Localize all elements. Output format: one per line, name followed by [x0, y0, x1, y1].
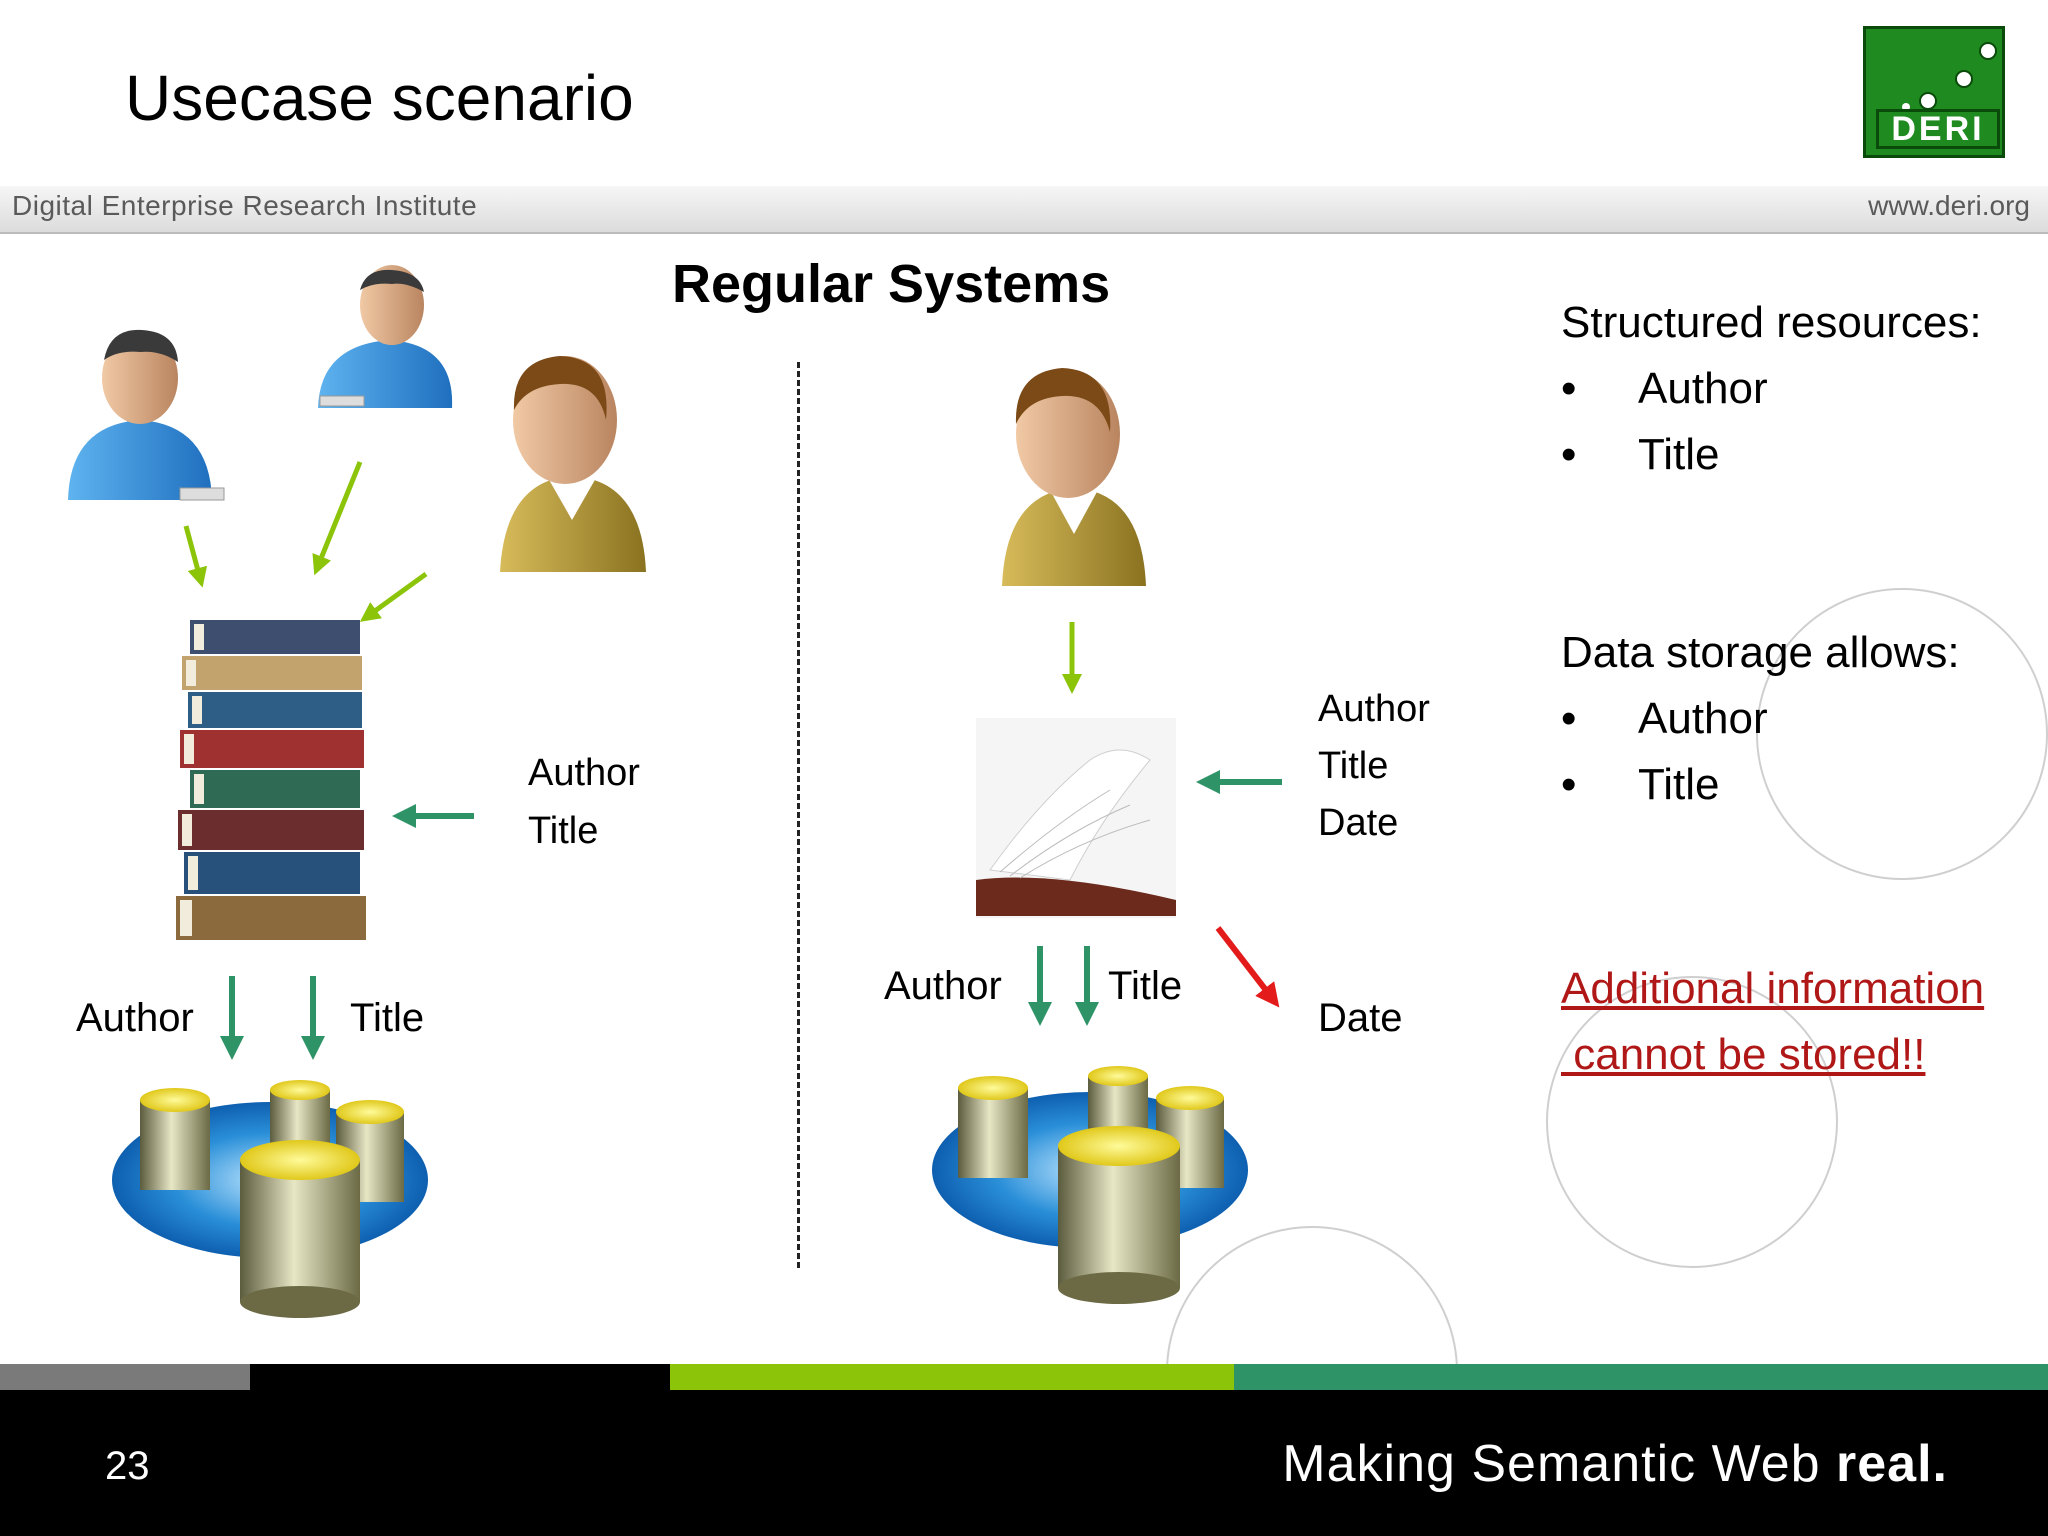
structured-resources-block: Structured resources: Author Title [1561, 290, 1982, 488]
structured-item: Author [1561, 356, 1982, 422]
header-band [0, 186, 2048, 234]
storage-item: Author [1561, 686, 1960, 752]
footer-tagline: Making Semantic Web real. [1282, 1434, 1948, 1494]
footer [0, 1390, 2048, 1536]
warning-line-2: cannot be stored!! [1561, 1030, 1926, 1079]
institute-name: Digital Enterprise Research Institute [12, 190, 478, 221]
user-olive-icon [500, 356, 646, 572]
decorative-circle [1546, 976, 1838, 1268]
footer-bar-gray [0, 1364, 250, 1390]
lime-arrow [359, 571, 428, 622]
left-bottom-label-author: Author [76, 996, 194, 1040]
data-storage-heading: Data storage allows: [1561, 628, 1960, 677]
database-icon [932, 1066, 1248, 1304]
website-url: www.deri.org [1868, 190, 2030, 221]
lime-arrow [183, 525, 208, 588]
middle-side-label-title: Title [1318, 745, 1389, 787]
middle-side-label-author: Author [1318, 688, 1430, 730]
warning-text: Additional information cannot be stored!… [1561, 956, 1984, 1088]
left-side-label-author: Author [528, 752, 640, 794]
tagline-bold: real. [1836, 1435, 1948, 1493]
middle-bottom-label-author: Author [884, 964, 1002, 1008]
lime-arrow [312, 461, 363, 576]
footer-bar-black [250, 1364, 670, 1390]
data-storage-block: Data storage allows: Author Title [1561, 620, 1960, 818]
logo-text: DERI [1876, 109, 2000, 149]
footer-bar-lime [670, 1364, 1234, 1390]
book-stack-icon [176, 620, 366, 940]
rejected-label-date: Date [1318, 996, 1403, 1040]
left-side-label-title: Title [528, 810, 599, 852]
database-icon [112, 1080, 428, 1318]
page-number: 23 [105, 1444, 150, 1488]
deri-logo: DERI [1863, 26, 2005, 158]
red-arrow [1215, 926, 1280, 1008]
middle-side-label-date: Date [1318, 802, 1399, 844]
user-blue-icon [318, 265, 453, 408]
structured-item: Title [1561, 422, 1982, 488]
user-blue-icon [68, 329, 225, 501]
storage-item: Title [1561, 752, 1960, 818]
slide-title: Usecase scenario [125, 62, 634, 134]
structured-resources-heading: Structured resources: [1561, 298, 1982, 347]
footer-bar-green [1234, 1364, 2048, 1390]
tagline-light: Making Semantic Web [1282, 1435, 1837, 1493]
open-book-icon [976, 718, 1176, 918]
scenario-divider [797, 362, 800, 1268]
warning-line-1: Additional information [1561, 964, 1985, 1013]
left-bottom-label-title: Title [350, 996, 425, 1040]
user-olive-icon [1002, 368, 1146, 586]
section-heading: Regular Systems [672, 254, 1111, 314]
middle-bottom-label-title: Title [1108, 964, 1183, 1008]
